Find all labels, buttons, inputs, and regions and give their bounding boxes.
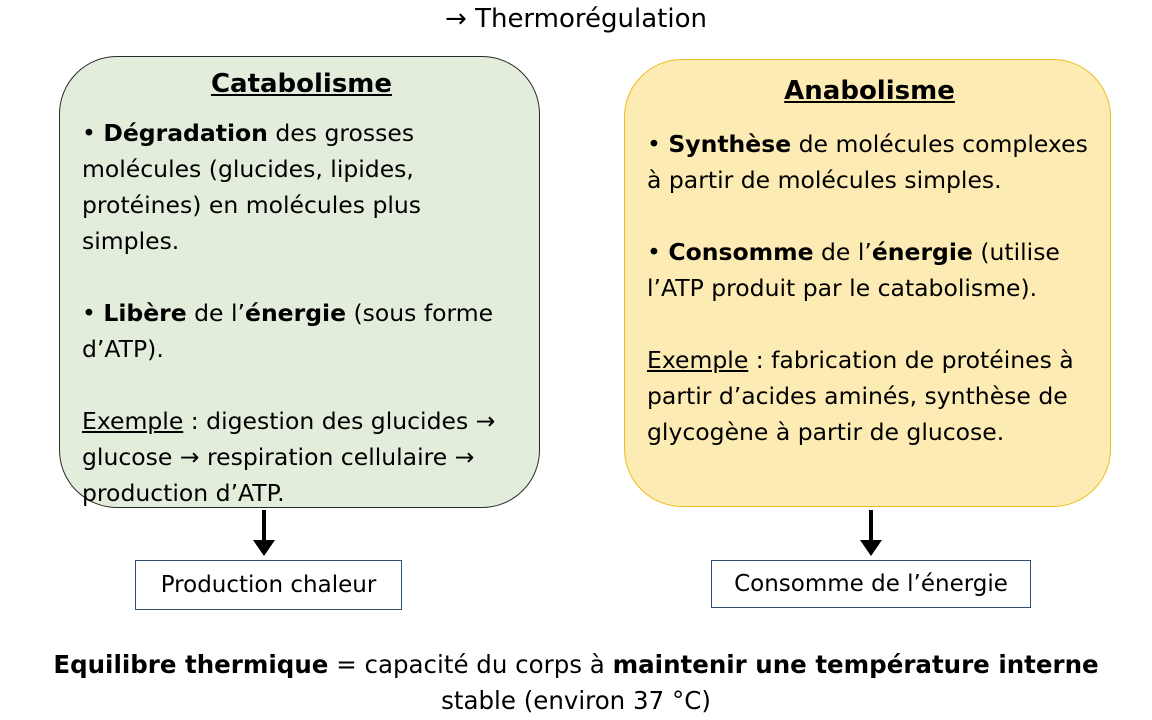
anabolism-example: Exemple : fabrication de protéines à par… [647, 342, 1092, 450]
example-label: Exemple [82, 407, 184, 435]
energy-connector: de l’ [813, 238, 872, 266]
energy-text: (sous forme d’ATP). [82, 299, 494, 363]
libere-term: Libère [103, 299, 187, 327]
energy-connector: de l’ [186, 299, 245, 327]
thermal-balance-definition: Equilibre thermique = capacité du corps … [0, 647, 1152, 719]
header-title-text: Thermorégulation [475, 4, 707, 34]
anabolism-title: Anabolisme [784, 76, 955, 106]
bullet-icon: • [647, 130, 669, 158]
energy-consumption-label: Consomme de l’énergie [734, 571, 1008, 597]
right-arrow-icon: → [445, 4, 467, 34]
anabolism-synthesis-point: • Synthèse de molécules complexes à part… [647, 126, 1092, 198]
anabolism-box: Anabolisme • Synthèse de molécules compl… [624, 59, 1111, 507]
degradation-text: des grosses molécules (glucides, lipides… [82, 119, 422, 255]
synthese-term: Synthèse [668, 130, 792, 158]
catabolism-title: Catabolisme [210, 69, 393, 99]
example-text: : fabrication de protéines à partir d’ac… [647, 346, 1074, 446]
catabolism-example: Exemple : digestion des glucides → gluco… [82, 403, 521, 511]
example-label: Exemple [647, 346, 749, 374]
maintain-temperature-term: maintenir une température interne [612, 650, 1099, 679]
bullet-icon: • [82, 299, 104, 327]
catabolism-degradation-point: • Dégradation des grosses molécules (glu… [82, 115, 521, 259]
equilibre-term: Equilibre thermique [53, 650, 329, 679]
definition-text: = capacité du corps à [328, 650, 613, 679]
bullet-icon: • [647, 238, 669, 266]
example-text: : digestion des glucides → glucose → res… [82, 407, 496, 507]
synthesis-text: de molécules complexes à partir de moléc… [647, 130, 1088, 194]
catabolism-energy-point: • Libère de l’énergie (sous forme d’ATP)… [82, 295, 521, 367]
definition-line-2: stable (environ 37 °C) [441, 686, 711, 715]
energie-term: énergie [871, 238, 973, 266]
heat-production-box: Production chaleur [135, 560, 402, 610]
catabolism-box: Catabolisme • Dégradation des grosses mo… [59, 56, 540, 508]
bullet-icon: • [82, 119, 104, 147]
energy-consumption-box: Consomme de l’énergie [711, 560, 1031, 608]
anabolism-energy-point: • Consomme de l’énergie (utilise l’ATP p… [647, 234, 1092, 306]
heat-production-label: Production chaleur [160, 572, 377, 598]
definition-line-1: Equilibre thermique = capacité du corps … [0, 647, 1152, 683]
energy-text: (utilise l’ATP produit par le catabolism… [647, 238, 1060, 302]
energie-term: énergie [245, 299, 347, 327]
degradation-term: Dégradation [103, 119, 268, 147]
consomme-term: Consomme [668, 238, 814, 266]
header-title: → Thermorégulation [0, 4, 1152, 34]
